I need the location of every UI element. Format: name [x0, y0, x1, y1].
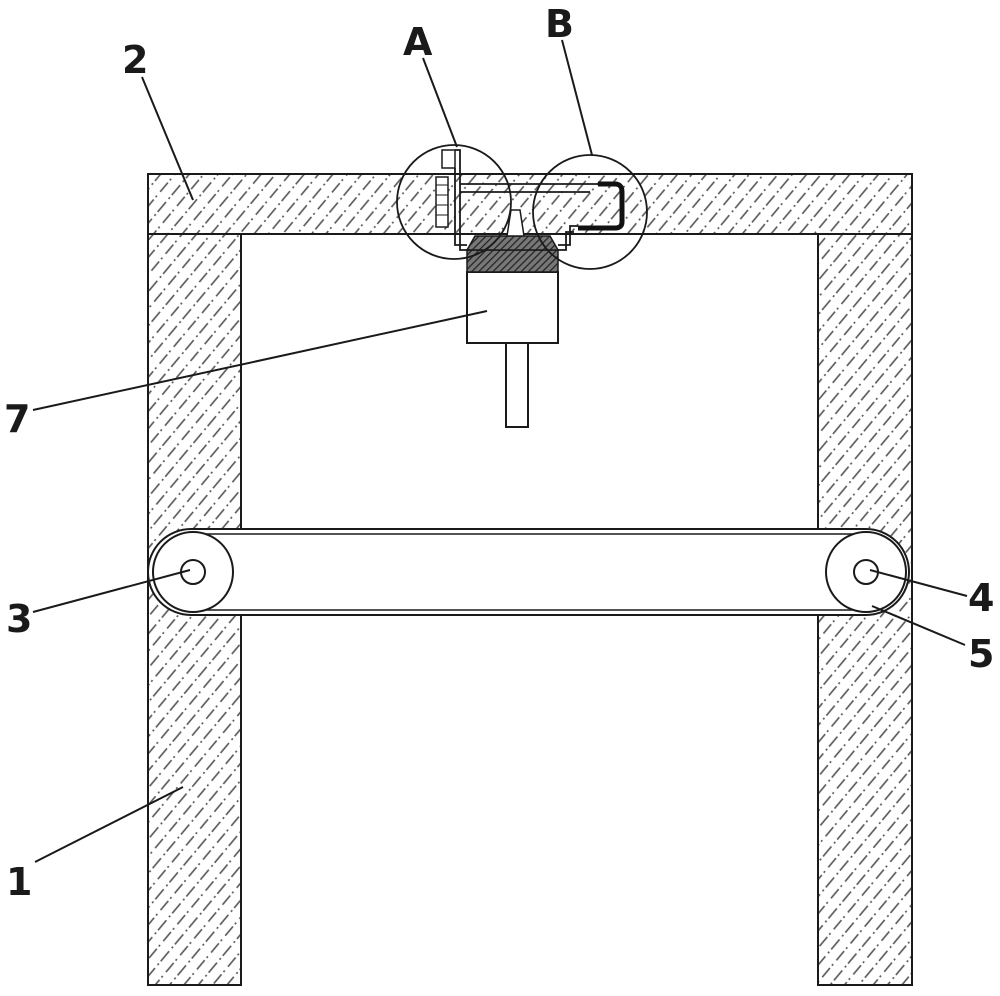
- leader-line-4: [869, 569, 968, 597]
- cylinder-assembly: [465, 209, 560, 428]
- top-beam: [147, 173, 913, 235]
- label-a: A: [403, 20, 433, 64]
- detail-circle-b: [532, 154, 648, 270]
- leader-line-b: [561, 39, 593, 156]
- label-5: 5: [968, 632, 994, 676]
- leader-line-3: [32, 569, 191, 613]
- conveyor-belt: [147, 528, 910, 616]
- label-3: 3: [6, 597, 32, 641]
- detail-circle-a: [396, 144, 512, 260]
- leader-line-2: [141, 76, 194, 201]
- leader-line-7: [32, 310, 488, 411]
- label-b: B: [545, 2, 574, 46]
- leader-line-a: [422, 57, 458, 148]
- mount-cone: [465, 235, 560, 251]
- piston-rod: [505, 342, 529, 428]
- label-1: 1: [6, 860, 32, 904]
- label-7: 7: [4, 397, 30, 441]
- detail-a-parts: [435, 149, 470, 251]
- nozzle: [506, 209, 525, 237]
- detail-b-parts: [460, 181, 625, 251]
- leader-line-5: [871, 605, 966, 646]
- cylinder-body: [466, 271, 559, 344]
- leader-line-1: [34, 786, 184, 863]
- label-2: 2: [122, 38, 148, 82]
- label-4: 4: [968, 576, 994, 620]
